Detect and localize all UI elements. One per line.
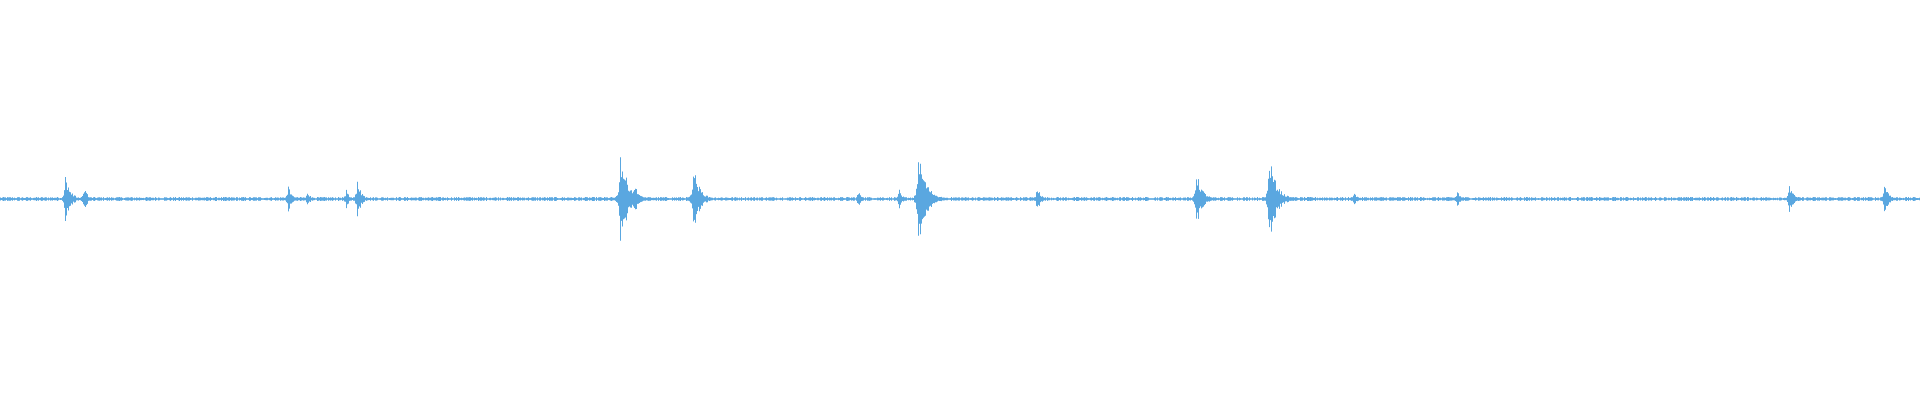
waveform-bars [0, 157, 1920, 241]
